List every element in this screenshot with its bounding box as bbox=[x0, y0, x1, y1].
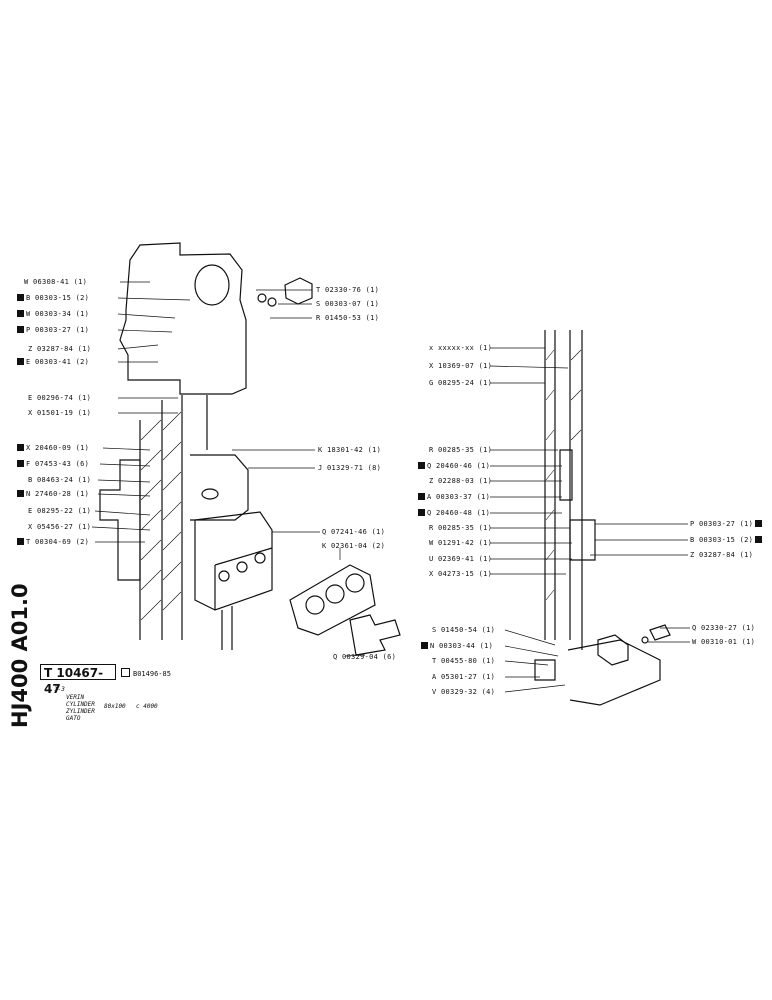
desc-stroke: c 4000 bbox=[136, 703, 158, 710]
label-br-3: A 05301-27 (1) bbox=[432, 673, 496, 681]
label-left-8: X 20460-09 (1) bbox=[17, 444, 89, 453]
label-top-2: R 01450-53 (1) bbox=[316, 314, 380, 322]
clevis-eye bbox=[194, 264, 230, 306]
label-left-5: E 00303-41 (2) bbox=[17, 358, 89, 367]
label-right-10: U 02369-41 (1) bbox=[429, 555, 493, 563]
sheet-mark: 1-3 bbox=[54, 686, 65, 693]
label-left-13: X 05456-27 (1) bbox=[28, 523, 92, 531]
small-fitting bbox=[534, 659, 556, 681]
label-br-2: T 00455-80 (1) bbox=[432, 657, 496, 665]
label-br-6: W 00310-01 (1) bbox=[692, 638, 756, 646]
marker-square bbox=[17, 310, 24, 317]
label-right-6: A 00303-37 (1) bbox=[418, 493, 490, 502]
cylinder-flange bbox=[190, 454, 249, 521]
cap-screw bbox=[349, 614, 401, 656]
cylinder-head bbox=[119, 242, 247, 395]
label-left-3: P 00303-27 (1) bbox=[17, 326, 89, 335]
label-far-right-2: Z 03287-84 (1) bbox=[690, 551, 754, 559]
label-br-5: Q 02330-27 (1) bbox=[692, 624, 756, 632]
marker-square bbox=[17, 326, 24, 333]
desc-de: ZYLINDER bbox=[66, 708, 95, 715]
marker-square bbox=[421, 642, 428, 649]
part-number: T 10467-47 bbox=[40, 664, 116, 696]
label-left-2: W 00303-34 (1) bbox=[17, 310, 89, 319]
label-top-1: S 00303-07 (1) bbox=[316, 300, 380, 308]
desc-en: CYLINDER bbox=[66, 701, 95, 708]
marker-square bbox=[17, 444, 24, 451]
desc-es: GATO bbox=[66, 715, 81, 722]
marker-square bbox=[17, 490, 24, 497]
marker-square bbox=[17, 538, 24, 545]
label-left-12: E 08295-22 (1) bbox=[28, 507, 92, 515]
label-right-7: Q 20460-48 (1) bbox=[418, 509, 490, 518]
desc-fr: VERIN bbox=[66, 694, 85, 701]
label-right-9: W 01291-42 (1) bbox=[429, 539, 493, 547]
label-far-right-0: P 00303-27 (1) bbox=[690, 520, 763, 529]
base-plate bbox=[567, 639, 661, 706]
gland-block bbox=[99, 459, 141, 581]
marker-square bbox=[17, 460, 24, 467]
marker-square bbox=[418, 509, 425, 516]
desc-size: 80x100 bbox=[104, 703, 126, 710]
fitting bbox=[284, 277, 313, 305]
marker-square bbox=[418, 493, 425, 500]
label-br-4: V 00329-32 (4) bbox=[432, 688, 496, 696]
label-left-10: B 08463-24 (1) bbox=[28, 476, 92, 484]
label-top-0: T 02330-76 (1) bbox=[316, 286, 380, 294]
port-block bbox=[194, 511, 273, 611]
label-br-1: N 00303-44 (1) bbox=[421, 642, 493, 651]
label-center-3: K 02361-04 (2) bbox=[322, 542, 386, 550]
label-right-1: X 10369-07 (1) bbox=[429, 362, 493, 370]
replaced-by: B01496-85 bbox=[121, 668, 171, 678]
label-left-4: Z 03287-84 (1) bbox=[28, 345, 92, 353]
marker-square bbox=[17, 358, 24, 365]
manifold-plate bbox=[289, 564, 376, 636]
label-right-0: x xxxxx-xx (1) bbox=[429, 344, 493, 352]
label-left-1: B 00303-15 (2) bbox=[17, 294, 89, 303]
marker-square bbox=[755, 536, 763, 543]
label-right-4: Q 20460-46 (1) bbox=[418, 462, 490, 471]
label-right-11: X 04273-15 (1) bbox=[429, 570, 493, 578]
label-right-5: Z 02288-03 (1) bbox=[429, 477, 493, 485]
label-right-3: R 00285-35 (1) bbox=[429, 446, 493, 454]
label-left-7: X 01501-19 (1) bbox=[28, 409, 92, 417]
drawing-code: HJ400 A01.0 bbox=[8, 583, 32, 728]
label-left-0: W 06308-41 (1) bbox=[24, 278, 88, 286]
label-left-11: N 27460-28 (1) bbox=[17, 490, 89, 499]
box-icon bbox=[121, 668, 130, 677]
label-left-14: T 00304-69 (2) bbox=[17, 538, 89, 547]
label-center-0: K 18301-42 (1) bbox=[318, 446, 382, 454]
marker-square bbox=[17, 294, 24, 301]
label-right-8: R 00285-35 (1) bbox=[429, 524, 493, 532]
label-left-9: F 07453-43 (6) bbox=[17, 460, 89, 469]
label-far-right-1: B 00303-15 (2) bbox=[690, 536, 763, 545]
label-center-4: Q 00329-04 (6) bbox=[333, 653, 397, 661]
seal-housing bbox=[569, 519, 596, 561]
label-left-6: E 00296-74 (1) bbox=[28, 394, 92, 402]
label-center-1: J 01329-71 (8) bbox=[318, 464, 382, 472]
label-br-0: S 01450-54 (1) bbox=[432, 626, 496, 634]
square-block bbox=[597, 634, 629, 666]
marker-square bbox=[418, 462, 425, 469]
marker-square bbox=[755, 520, 763, 527]
label-center-2: Q 07241-46 (1) bbox=[322, 528, 386, 536]
label-right-2: G 08295-24 (1) bbox=[429, 379, 493, 387]
